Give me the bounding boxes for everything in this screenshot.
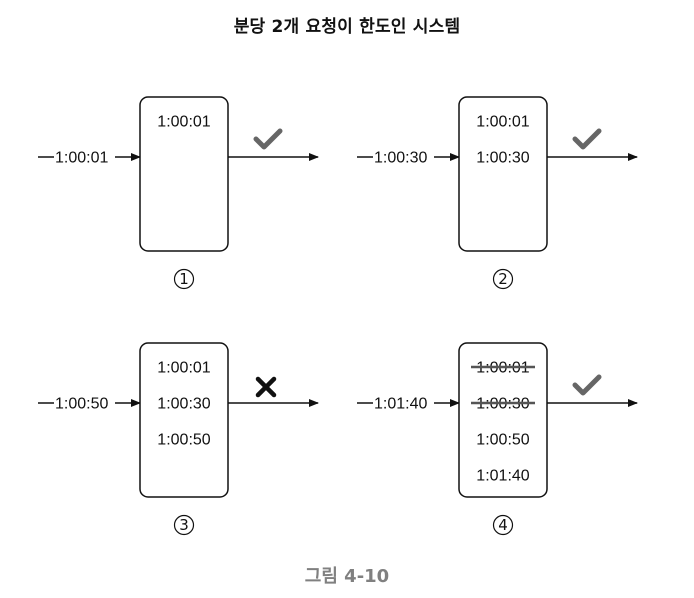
panel-2: 1:00:30 1:00:01 1:00:30 2 [357,96,638,290]
step-number: 4 [498,516,508,534]
log-entry: 1:00:01 [476,114,529,131]
step-circle [492,268,514,290]
request-label: 1:00:30 [374,150,427,167]
check-icon [253,128,283,150]
panel-4: 1:01:401:00:011:00:301:00:501:01:404 [357,342,638,536]
step-circle [173,268,195,290]
request-label: 1:00:50 [55,396,108,413]
step-circle [173,514,195,536]
step-number: 1 [179,270,189,288]
log-entry: 1:00:50 [157,432,210,449]
log-entry: 1:00:30 [157,396,210,413]
panel-1: 1:00:01 1:00:01 1 [38,96,319,290]
log-entry: 1:00:01 [157,360,210,377]
log-entry: 1:00:50 [476,432,529,449]
log-box [458,342,548,498]
request-label: 1:00:01 [55,150,108,167]
log-entry: 1:00:30 [476,150,529,167]
check-icon [572,128,602,150]
request-label: 1:01:40 [374,396,427,413]
cross-icon [255,376,277,398]
log-box [139,342,229,498]
log-box [458,96,548,252]
check-icon [572,374,602,396]
step-number: 2 [498,270,508,288]
panel-3: 1:00:50 1:00:01 1:00:30 1:00:50 3 [38,342,319,536]
log-box [139,96,229,252]
step-circle [492,514,514,536]
log-entry: 1:01:40 [476,468,529,485]
diagram-title: 분당 2개 요청이 한도인 시스템 [233,17,461,37]
step-number: 3 [179,516,189,534]
figure-caption: 그림 4-10 [304,566,390,587]
log-entry: 1:00:01 [157,114,210,131]
